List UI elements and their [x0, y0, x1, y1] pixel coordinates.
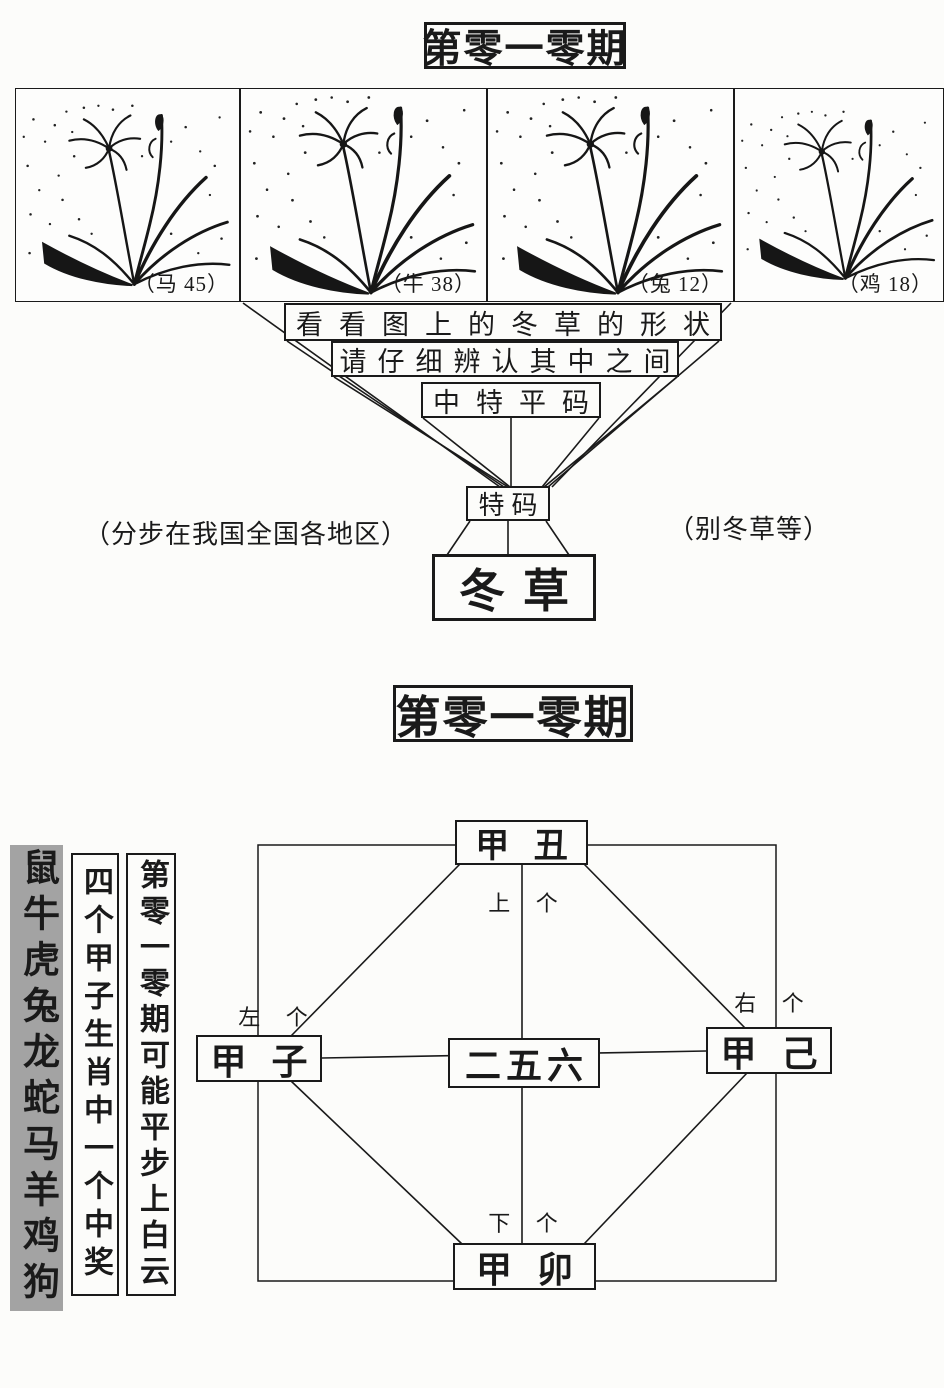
diagram-left-box: 甲 子 [196, 1035, 322, 1082]
panel-label-ox: （牛 38） [380, 272, 476, 296]
panel-label-horse: （马 45） [133, 272, 229, 296]
left-note: （分步在我国全国各地区） [84, 520, 409, 549]
period-verse-strip: 第零一零期可能平步上白云 [126, 853, 176, 1296]
funnel-row2-box: 请仔细辨认其中之间 [331, 341, 679, 377]
prize-note-strip: 四个甲子生肖中一个中奖 [71, 853, 119, 1296]
funnel-row1-box: 看看图上的冬草的形状 [284, 303, 722, 341]
funnel-row3-box: 中特平码 [421, 382, 601, 418]
special-code-box: 特码 [466, 486, 550, 521]
flower-panel-rabbit: （兔 12） [487, 88, 734, 302]
diagram-top-box: 甲 丑 [455, 820, 588, 865]
diagram-bottom-box: 甲 卯 [453, 1243, 596, 1290]
zodiac-strip: 鼠牛虎兔龙蛇马羊鸡狗 [10, 845, 63, 1311]
flower-panel-horse: （马 45） [15, 88, 240, 302]
diagram-center-box: 二五六 [448, 1038, 600, 1088]
bottom-period-title: 第零一零期 [393, 685, 633, 743]
top-period-title: 第零一零期 [423, 22, 626, 71]
diagram-label-left: 左 个 [238, 1005, 308, 1030]
main-answer-box: 冬草 [432, 554, 596, 621]
diagram-label-down: 下 个 [488, 1211, 558, 1236]
diagram-right-box: 甲 己 [706, 1027, 832, 1074]
flower-panel-ox: （牛 38） [240, 88, 487, 302]
diagram-label-right: 右 个 [734, 991, 804, 1016]
panel-label-rooster: （鸡 18） [837, 272, 933, 296]
flower-panel-rooster: （鸡 18） [734, 88, 944, 302]
right-note: （别冬草等） [668, 515, 831, 544]
diagram-label-up: 上 个 [488, 891, 558, 916]
panel-label-rabbit: （兔 12） [627, 272, 723, 296]
